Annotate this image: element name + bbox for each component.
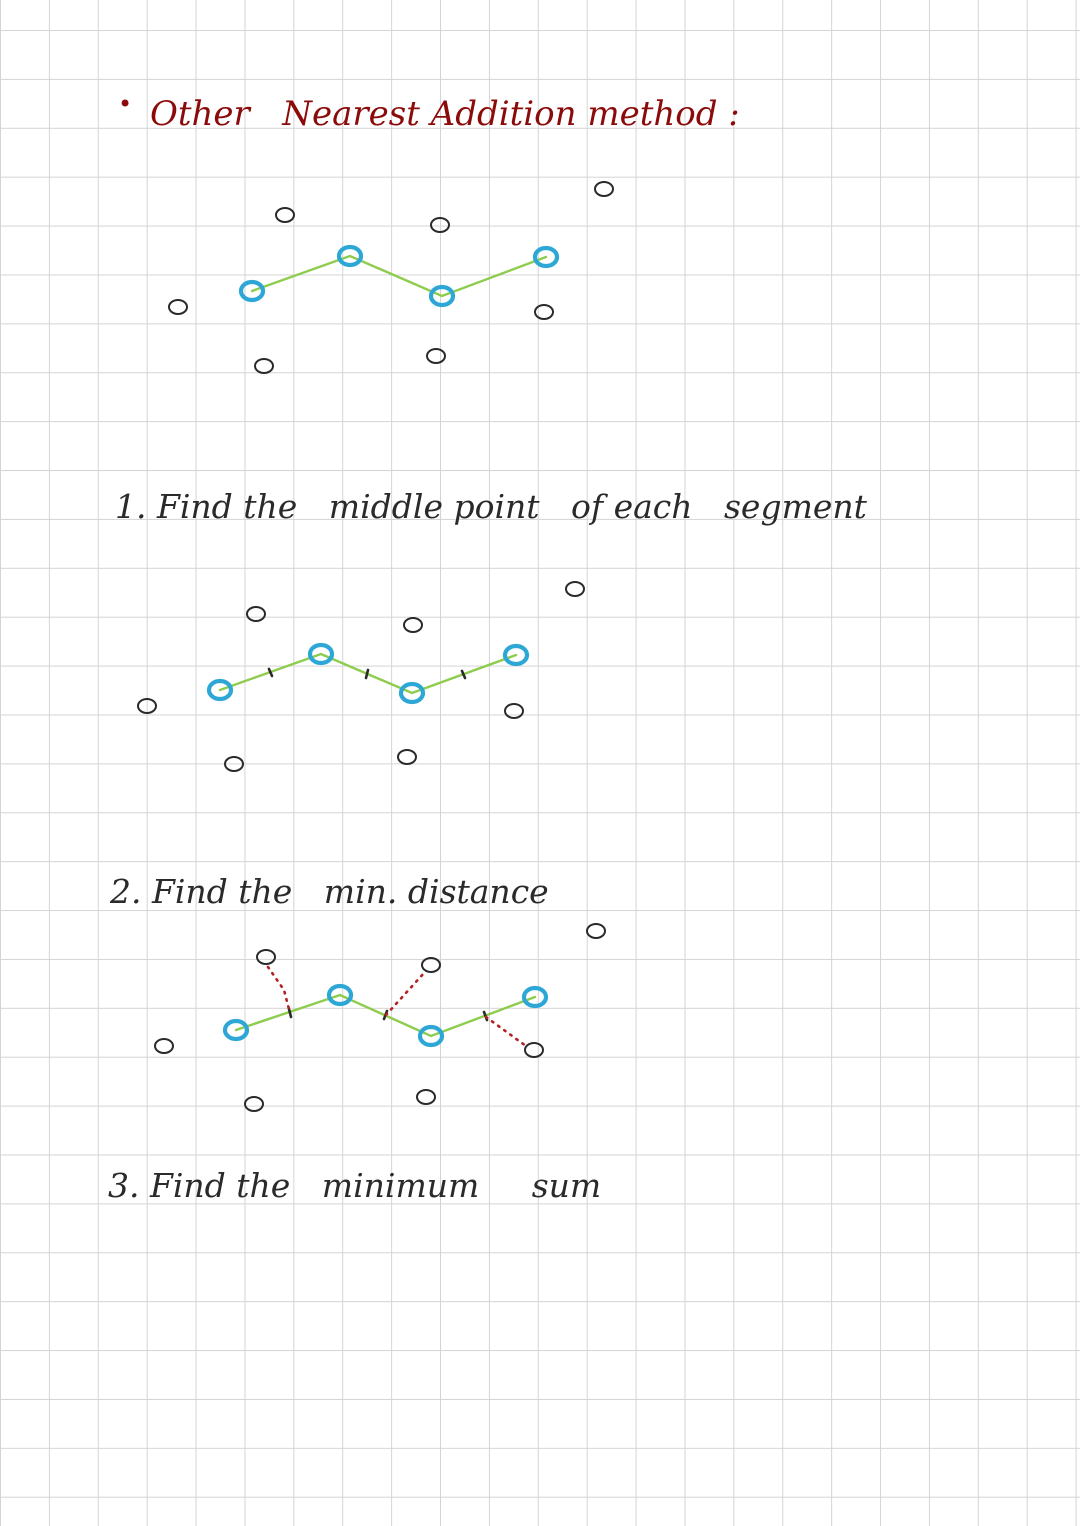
- free-node: [504, 703, 524, 719]
- tour-node: [307, 642, 335, 666]
- tour-diagram-midpoints: [137, 581, 585, 772]
- step-1-text: 1. Find the middle point of each segment: [115, 487, 867, 526]
- free-node: [244, 1096, 264, 1112]
- page-title: Other Nearest Addition method :: [150, 94, 740, 134]
- free-node: [137, 698, 157, 714]
- tour-node: [398, 681, 426, 705]
- free-node: [426, 348, 446, 364]
- tour-node: [428, 284, 456, 308]
- free-node: [430, 217, 450, 233]
- midpoint-tick: [460, 669, 467, 680]
- tour-node: [336, 244, 364, 268]
- free-node: [224, 756, 244, 772]
- tour-node: [417, 1024, 445, 1048]
- free-node: [565, 581, 585, 597]
- step-2-text: 2. Find the min. distance: [110, 872, 549, 911]
- midpoint-tick: [364, 668, 370, 680]
- free-node: [421, 957, 441, 973]
- tour-node: [521, 985, 549, 1009]
- free-node: [168, 299, 188, 315]
- step-3-text: 3. Find the minimum sum: [108, 1166, 602, 1205]
- distance-line: [484, 1015, 528, 1048]
- tour-node: [532, 245, 560, 269]
- free-node: [524, 1042, 544, 1058]
- free-node: [416, 1089, 436, 1105]
- free-node: [256, 949, 276, 965]
- tour-path: [250, 254, 548, 298]
- tour-diagram-distances: [154, 923, 606, 1112]
- free-node: [586, 923, 606, 939]
- free-node: [275, 207, 295, 223]
- tour-node: [326, 983, 354, 1007]
- free-node: [246, 606, 266, 622]
- tour-diagram-initial: [168, 181, 614, 374]
- midpoint-tick: [287, 1007, 293, 1019]
- free-node: [534, 304, 554, 320]
- free-node: [254, 358, 274, 374]
- free-node: [397, 749, 417, 765]
- free-node: [154, 1038, 174, 1054]
- midpoint-tick: [267, 667, 274, 678]
- distance-line: [266, 965, 292, 1015]
- tour-node: [502, 643, 530, 667]
- tour-node: [206, 678, 234, 702]
- free-node: [403, 617, 423, 633]
- free-node: [594, 181, 614, 197]
- tour-node: [222, 1018, 250, 1042]
- tour-node: [238, 279, 266, 303]
- distance-line: [384, 971, 426, 1017]
- bullet-dot: •: [118, 90, 133, 118]
